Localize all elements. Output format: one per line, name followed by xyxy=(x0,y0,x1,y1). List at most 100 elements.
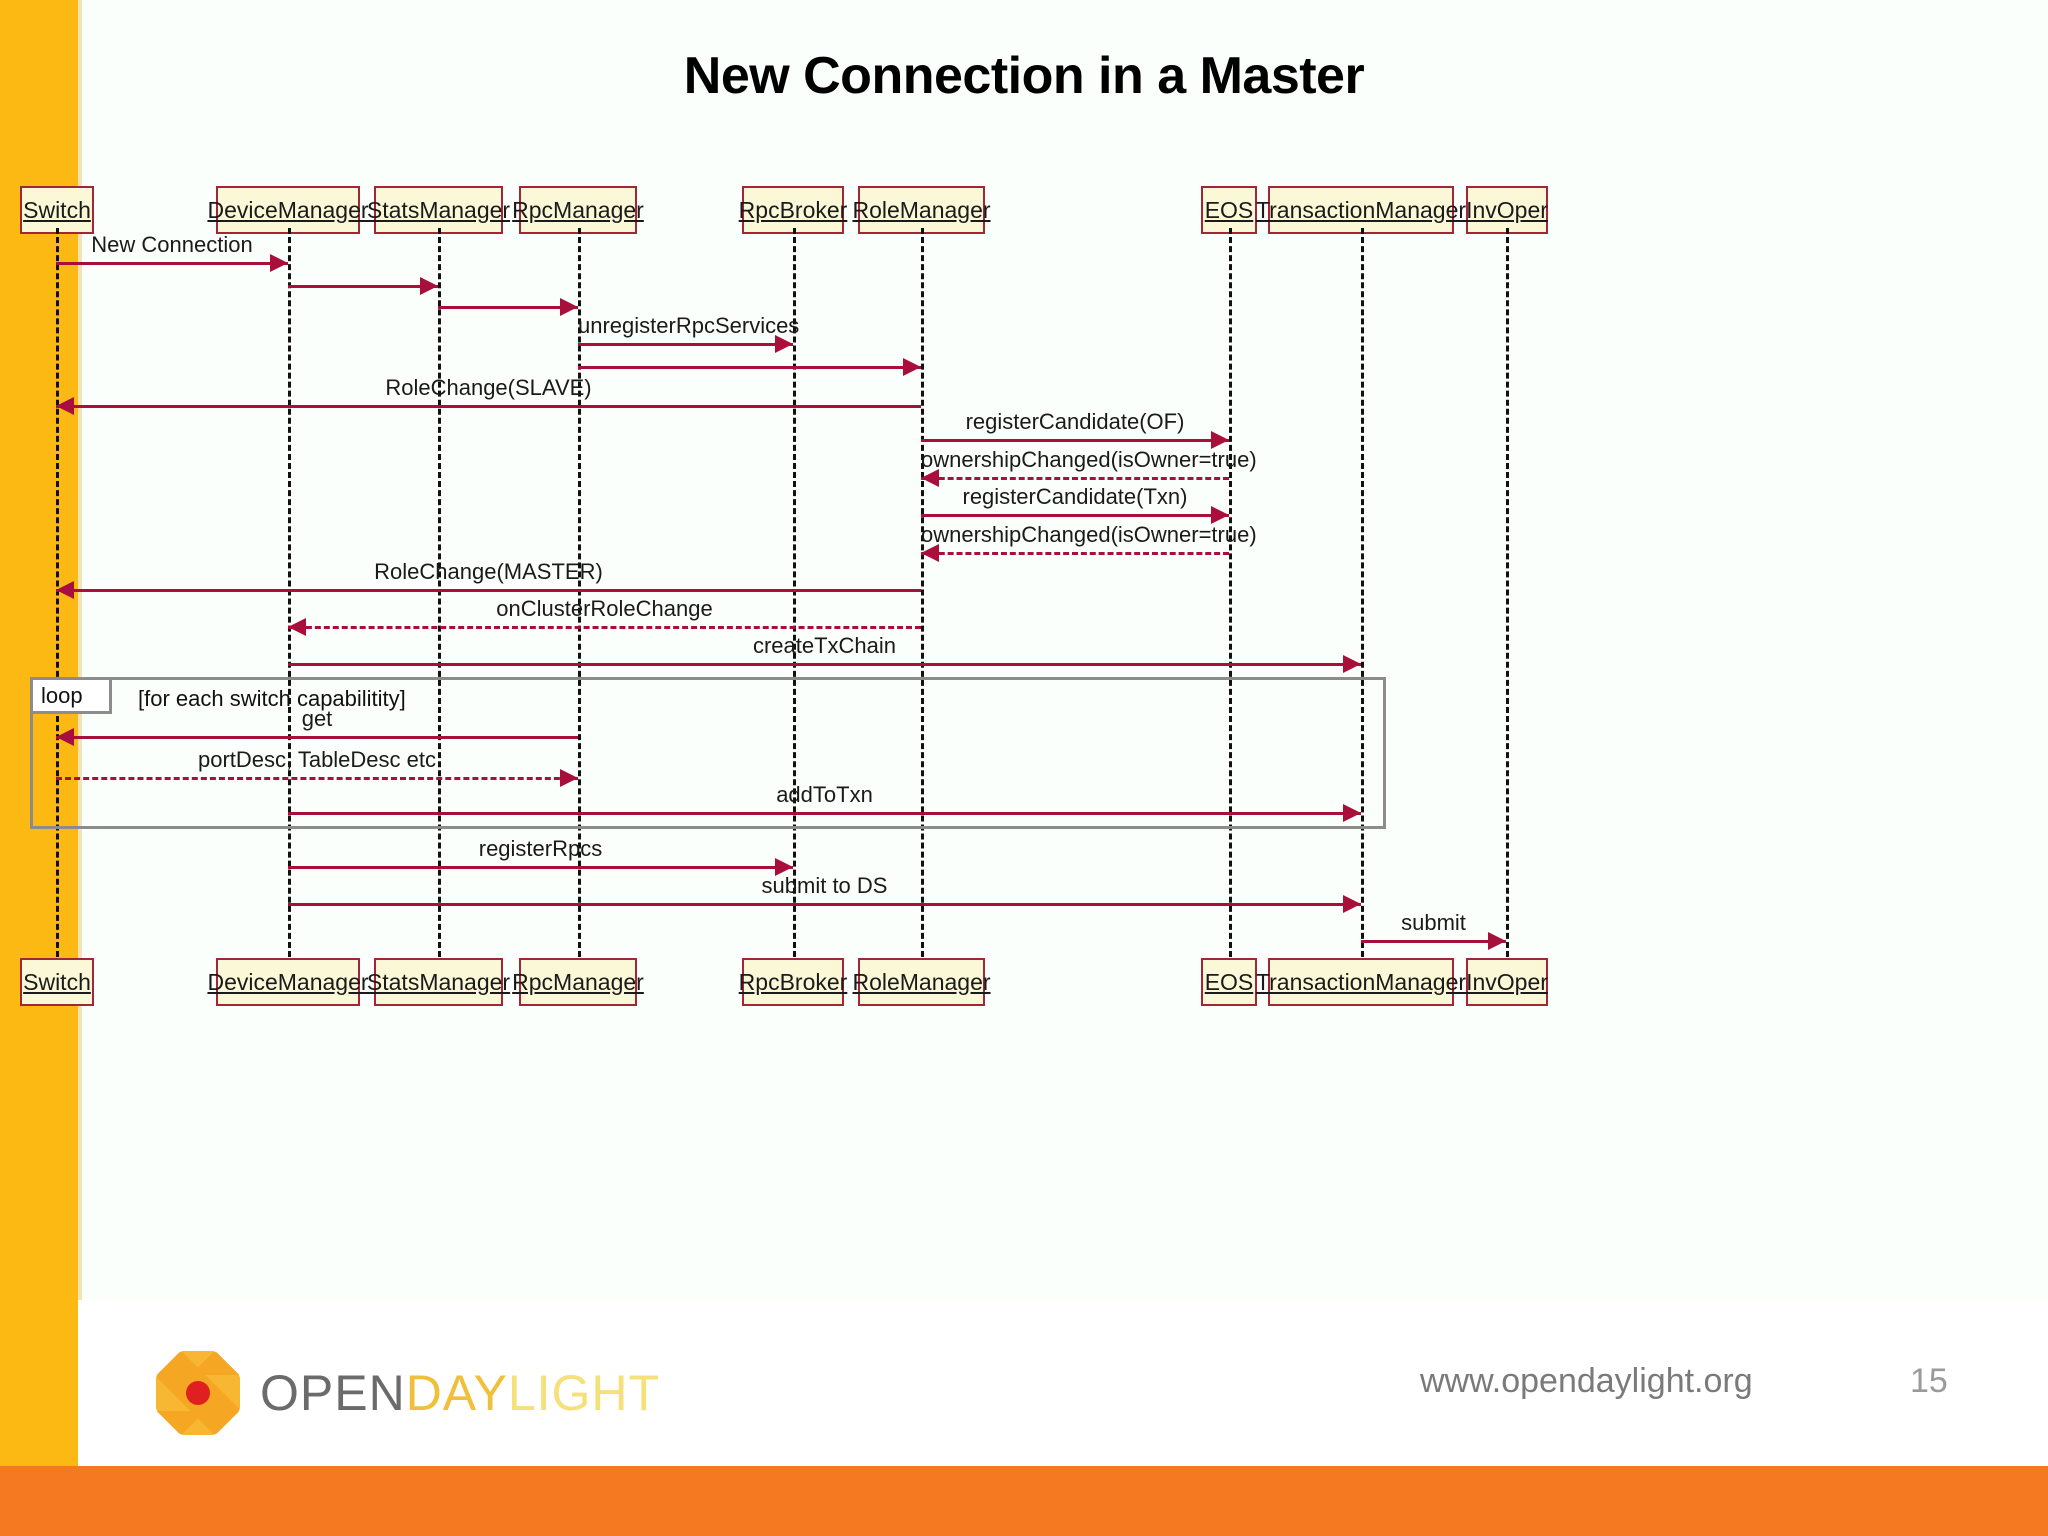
message-line xyxy=(56,405,921,408)
message-label: submit to DS xyxy=(761,873,888,898)
participant-box-rpcbroker: RpcBroker xyxy=(739,186,847,234)
participant-label: RpcBroker xyxy=(738,196,848,223)
participant-label: StatsManager xyxy=(366,196,511,223)
participant-label: InvOper xyxy=(1466,968,1548,995)
message-label: RoleChange(SLAVE) xyxy=(385,375,592,400)
participant-label: EOS xyxy=(1204,196,1254,223)
message-label: ownershipChanged(isOwner=true) xyxy=(921,447,1257,472)
lifeline-rpcbroker xyxy=(793,228,796,957)
participant-box-invoper: InvOper xyxy=(1466,186,1548,234)
participant-label: TransactionManager xyxy=(1255,196,1467,223)
message-line xyxy=(288,626,921,629)
lifeline-eos xyxy=(1229,228,1232,957)
participant-box-statsmanager: StatsManager xyxy=(367,958,510,1006)
bottom-accent-band xyxy=(0,1466,2048,1536)
participant-box-rpcmanager: RpcManager xyxy=(512,958,644,1006)
logo-word-light: LIGHT xyxy=(507,1365,661,1421)
message-arrowhead xyxy=(288,618,306,636)
left-accent-bar-edge xyxy=(78,0,82,1466)
message-line xyxy=(288,285,438,288)
participant-label: StatsManager xyxy=(366,968,511,995)
message-arrowhead xyxy=(775,858,793,876)
message-arrowhead xyxy=(1488,932,1506,950)
lifeline-invoper xyxy=(1506,228,1509,957)
participant-label: Switch xyxy=(23,968,91,995)
message-line xyxy=(1361,940,1506,943)
participant-label: RoleManager xyxy=(852,196,991,223)
message-label: createTxChain xyxy=(752,633,897,658)
message-arrowhead xyxy=(56,728,74,746)
message-label: New Connection xyxy=(91,232,253,257)
participant-label: TransactionManager xyxy=(1255,968,1467,995)
logo-word-day: DAY xyxy=(405,1365,508,1421)
participant-label: RpcBroker xyxy=(738,968,848,995)
participant-box-transactionmanager: TransactionManager xyxy=(1256,186,1466,234)
message-label: get xyxy=(301,706,333,731)
participant-box-switch: Switch xyxy=(20,958,94,1006)
participant-box-switch: Switch xyxy=(20,186,94,234)
page-number: 15 xyxy=(1910,1362,1948,1400)
logo-wordmark: OPENDAYLIGHT xyxy=(260,1364,660,1422)
message-line xyxy=(56,262,288,265)
starburst-icon xyxy=(150,1345,246,1441)
message-label: unregisterRpcServices xyxy=(578,313,800,338)
opendaylight-logo: OPENDAYLIGHT xyxy=(150,1345,660,1441)
message-line xyxy=(56,589,921,592)
message-line xyxy=(578,343,793,346)
message-arrowhead xyxy=(56,397,74,415)
message-line xyxy=(288,866,793,869)
participant-box-rpcmanager: RpcManager xyxy=(512,186,644,234)
message-arrowhead xyxy=(775,335,793,353)
message-label: ownershipChanged(isOwner=true) xyxy=(921,522,1257,547)
participant-box-devicemanager: DeviceManager xyxy=(207,958,369,1006)
message-arrowhead xyxy=(1343,655,1361,673)
message-arrowhead xyxy=(560,769,578,787)
message-line xyxy=(921,439,1229,442)
footer-background xyxy=(78,1300,2048,1466)
message-label: RoleChange(MASTER) xyxy=(374,559,603,584)
participant-box-statsmanager: StatsManager xyxy=(367,186,510,234)
participant-box-rpcbroker: RpcBroker xyxy=(739,958,847,1006)
footer-website-url: www.opendaylight.org xyxy=(1420,1362,1753,1400)
participant-label: RpcManager xyxy=(512,968,644,995)
message-line xyxy=(921,552,1229,555)
lifeline-devicemanager xyxy=(288,228,291,957)
message-line xyxy=(56,736,578,739)
page-title: New Connection in a Master xyxy=(683,47,1365,105)
participant-label: EOS xyxy=(1204,968,1254,995)
message-arrowhead xyxy=(420,277,438,295)
message-line xyxy=(921,477,1229,480)
message-label: registerCandidate(OF) xyxy=(965,409,1185,434)
participant-box-eos: EOS xyxy=(1201,958,1257,1006)
message-line xyxy=(288,903,1361,906)
message-line xyxy=(921,514,1229,517)
lifeline-rolemanager xyxy=(921,228,924,957)
message-label: registerCandidate(Txn) xyxy=(962,484,1188,509)
message-arrowhead xyxy=(1343,895,1361,913)
message-arrowhead xyxy=(270,254,288,272)
message-line xyxy=(438,306,578,309)
message-arrowhead xyxy=(903,358,921,376)
message-line xyxy=(288,663,1361,666)
participant-box-transactionmanager: TransactionManager xyxy=(1256,958,1466,1006)
message-line xyxy=(578,366,921,369)
message-arrowhead xyxy=(921,544,939,562)
fragment-operator-label: loop xyxy=(33,680,112,714)
message-arrowhead xyxy=(1211,506,1229,524)
message-label: portDesc, TableDesc etc xyxy=(197,747,437,772)
participant-label: RoleManager xyxy=(852,968,991,995)
message-label: onClusterRoleChange xyxy=(496,596,713,621)
message-line xyxy=(288,812,1361,815)
participant-label: RpcManager xyxy=(512,196,644,223)
lifeline-statsmanager xyxy=(438,228,441,957)
participant-label: DeviceManager xyxy=(207,196,369,223)
participant-label: InvOper xyxy=(1466,196,1548,223)
lifeline-transactionmanager xyxy=(1361,228,1364,957)
combined-fragment-loop xyxy=(30,677,1386,829)
message-label: registerRpcs xyxy=(478,836,603,861)
message-arrowhead xyxy=(1343,804,1361,822)
participant-label: DeviceManager xyxy=(207,968,369,995)
logo-word-open: OPEN xyxy=(260,1365,406,1421)
